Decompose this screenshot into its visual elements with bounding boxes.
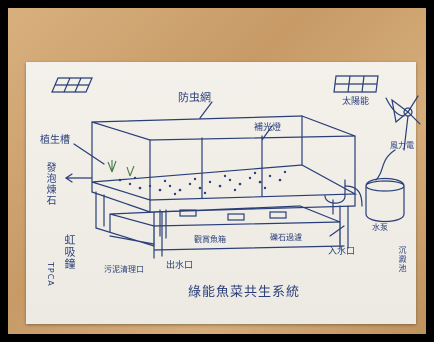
- net-frame: [91, 115, 356, 201]
- pipes: [159, 179, 363, 239]
- sketch-card: [26, 62, 416, 324]
- label-solar: 太陽能: [342, 97, 370, 107]
- label-water-inlet: 入水口: [328, 247, 356, 257]
- label-siphon: 虹吸鐘: [63, 234, 76, 270]
- label-grow-light: 補光燈: [254, 123, 282, 133]
- solar-panel-right-icon: [333, 75, 379, 93]
- sediment-barrel: [365, 149, 405, 223]
- label-fish-tank: 觀賞魚箱: [194, 235, 226, 244]
- wind-turbine-icon: [385, 95, 421, 151]
- label-gravel-filter: 礫石過濾: [270, 233, 302, 242]
- label-signature: TPCA: [46, 262, 55, 287]
- plants: [107, 160, 135, 177]
- solar-panel-left-icon: [51, 77, 93, 93]
- label-insect-net: 防虫網: [178, 91, 211, 104]
- label-water-outlet: 出水口: [166, 261, 194, 271]
- fish-tank: [109, 205, 341, 247]
- label-gravel: 發泡煉石: [44, 162, 55, 206]
- label-sludge-outlet: 污泥清理口: [104, 265, 144, 274]
- gravel-texture: [118, 170, 287, 196]
- label-sediment-tank: 沉澱池: [398, 246, 407, 273]
- label-planting-bed: 植生槽: [40, 135, 70, 146]
- label-pump: 水泵: [372, 223, 388, 232]
- label-wind: 風力電: [390, 141, 414, 150]
- diagram-caption: 綠能魚菜共生系統: [188, 285, 301, 300]
